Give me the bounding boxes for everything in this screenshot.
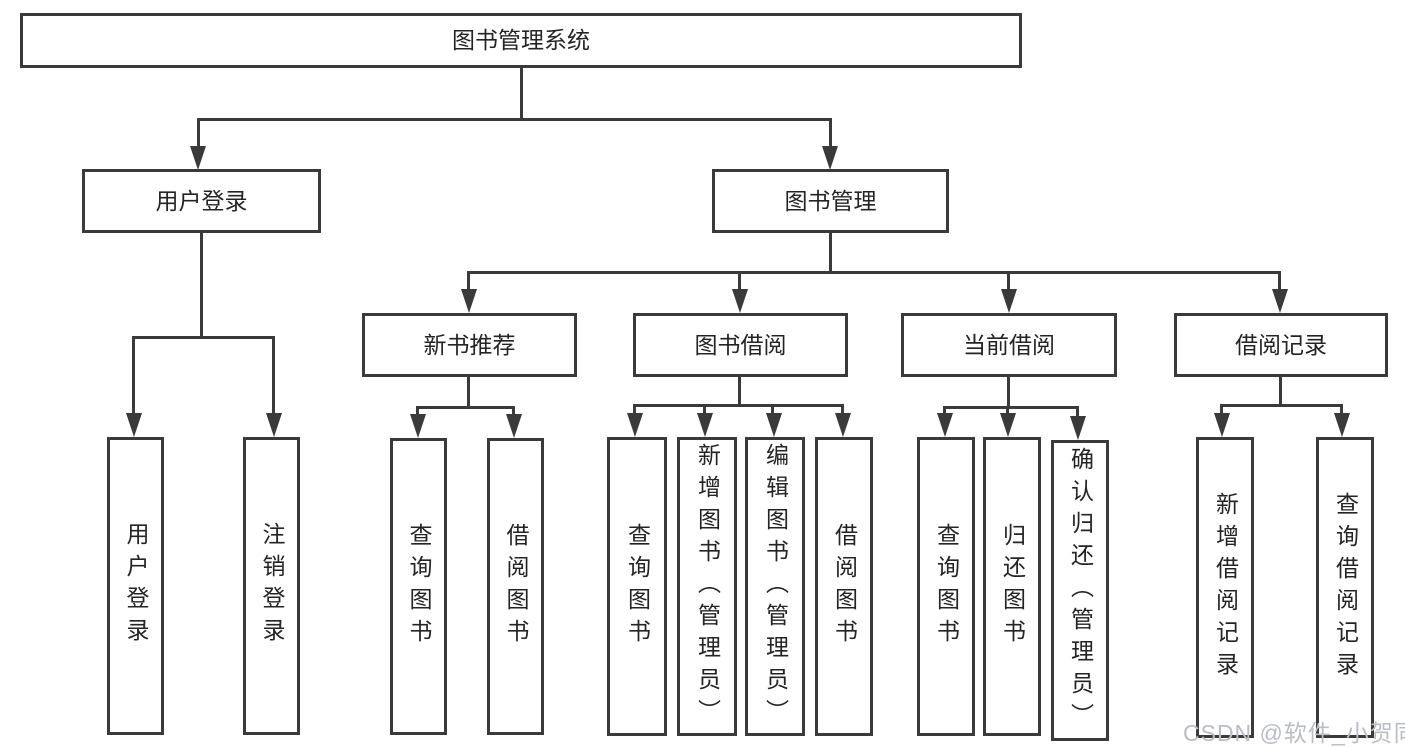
connector-drop-new-books (467, 271, 470, 292)
arrow-down-icon (190, 146, 206, 170)
connector-drop-leaf (1006, 406, 1009, 416)
connector-current-borrow-stem (1007, 377, 1010, 409)
arrow-down-icon (1070, 416, 1086, 440)
connector-borrow-records-rail (1220, 404, 1343, 407)
leaf-query-books-current: 查询图书 (917, 437, 975, 736)
connector-drop-book-borrow (738, 271, 741, 292)
connector-drop-borrow-records (1278, 271, 1281, 292)
connector-drop-logout (272, 336, 275, 415)
leaf-query-borrow-record: 查询借阅记录 (1316, 437, 1374, 738)
leaf-borrow-books-recommend: 借阅图书 (487, 438, 544, 735)
arrow-down-icon (766, 413, 782, 437)
leaf-add-borrow-record: 新增借阅记录 (1196, 437, 1254, 738)
connector-user-login-rail (132, 336, 275, 339)
connector-drop-leaf (943, 406, 946, 416)
connector-drop-leaf (1076, 406, 1079, 418)
connector-drop-user-login (197, 118, 200, 148)
connector-drop-leaf (1220, 404, 1223, 415)
arrow-down-icon (822, 146, 838, 170)
leaf-logout: 注销登录 (243, 437, 300, 735)
connector-drop-leaf (512, 406, 515, 417)
connector-borrow-records-stem (1279, 377, 1282, 407)
arrow-down-icon (126, 413, 142, 437)
leaf-add-books-admin: 新增图书（管理员） (677, 437, 737, 736)
connector-book-borrow-rail (633, 404, 844, 407)
csdn-watermark: CSDN @软件_小贺同学 (1183, 720, 1405, 746)
arrow-down-icon (410, 414, 426, 438)
node-borrow-records: 借阅记录 (1174, 313, 1388, 377)
connector-book-borrow-stem (738, 377, 741, 407)
connector-level3-rail (467, 271, 1281, 274)
node-book-management: 图书管理 (712, 169, 949, 233)
leaf-query-books-recommend: 查询图书 (390, 438, 447, 735)
arrow-down-icon (506, 414, 522, 438)
connector-current-borrow-rail (943, 406, 1079, 409)
arrow-down-icon (1272, 289, 1288, 313)
arrow-down-icon (1214, 413, 1230, 437)
arrow-down-icon (697, 413, 713, 437)
connector-drop-book-management (829, 118, 832, 148)
leaf-user-login: 用户登录 (107, 437, 164, 735)
connector-drop-leaf (633, 404, 636, 415)
connector-drop-leaf (1340, 404, 1343, 415)
connector-drop-login (132, 336, 135, 415)
arrow-down-icon (1334, 413, 1350, 437)
connector-drop-leaf (771, 404, 774, 415)
connector-new-books-stem (467, 377, 470, 409)
arrow-down-icon (835, 413, 851, 437)
node-user-login: 用户登录 (82, 169, 321, 233)
node-book-borrow: 图书借阅 (633, 313, 848, 377)
connector-drop-leaf (416, 406, 419, 417)
arrow-down-icon (266, 413, 282, 437)
arrow-down-icon (732, 289, 748, 313)
leaf-borrow-books: 借阅图书 (815, 437, 873, 736)
leaf-return-books: 归还图书 (983, 437, 1041, 736)
connector-user-login-stem (200, 233, 203, 338)
arrow-down-icon (937, 413, 953, 437)
connector-drop-leaf (841, 404, 844, 415)
leaf-edit-books-admin: 编辑图书（管理员） (745, 437, 805, 736)
arrow-down-icon (461, 289, 477, 313)
node-new-book-recommend: 新书推荐 (362, 313, 577, 377)
leaf-query-books-borrow: 查询图书 (607, 437, 667, 736)
connector-new-books-rail (416, 406, 515, 409)
arrow-down-icon (1000, 413, 1016, 437)
arrow-down-icon (1001, 289, 1017, 313)
connector-drop-leaf (703, 404, 706, 415)
node-library-management-system: 图书管理系统 (20, 13, 1022, 68)
leaf-confirm-return-admin: 确认归还（管理员） (1051, 440, 1109, 741)
connector-book-management-stem (829, 233, 832, 274)
node-current-borrow: 当前借阅 (901, 313, 1117, 377)
connector-level2-rail (197, 118, 832, 121)
connector-root-stem (520, 68, 523, 121)
arrow-down-icon (627, 413, 643, 437)
connector-drop-current-borrow (1007, 271, 1010, 292)
